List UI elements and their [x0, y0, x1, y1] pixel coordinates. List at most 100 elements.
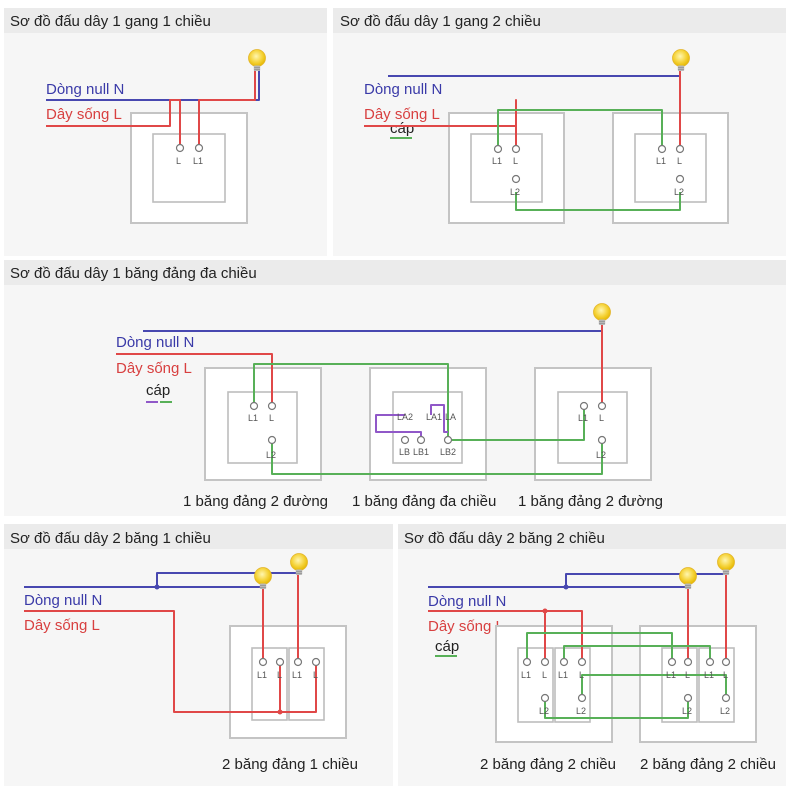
switch-module — [557, 391, 628, 464]
panel-title: Sơ đồ đấu dây 1 băng đảng đa chiều — [10, 265, 257, 282]
neutral-label: Dòng null N — [46, 81, 124, 98]
switch-module — [634, 133, 707, 203]
switch-caption: 2 băng đảng 2 chiều — [480, 756, 616, 773]
terminal-label: L2 — [720, 706, 730, 716]
terminal-dot — [579, 401, 589, 411]
terminal-label: L1 — [257, 670, 267, 680]
terminal-dot — [511, 144, 521, 154]
switch-module-left — [251, 647, 288, 721]
terminal-dot — [443, 435, 453, 445]
terminal-label: L2 — [596, 450, 606, 460]
terminal-dot — [577, 657, 587, 667]
panel-header — [4, 524, 393, 549]
terminal-dot — [577, 693, 587, 703]
panel-1-gang-1-way: Sơ đồ đấu dây 1 gang 1 chiều Dòng null N… — [4, 8, 327, 256]
terminal-dot — [293, 657, 303, 667]
terminal-dot — [175, 143, 185, 153]
traveler-wire-3 — [448, 404, 585, 441]
switch-plate-left — [495, 625, 613, 743]
panel-2-gang-2-way: Sơ đồ đấu dây 2 băng 2 chiều Dòng null N… — [398, 524, 786, 786]
terminal-dot — [249, 401, 259, 411]
terminal-dot — [675, 174, 685, 184]
load-wire — [198, 66, 256, 146]
live-wire — [116, 353, 273, 404]
live-wire — [46, 99, 181, 146]
neutral-label: Dòng null N — [24, 592, 102, 609]
terminal-dot — [540, 693, 550, 703]
terminal-label: L1 — [578, 413, 588, 423]
terminal-label: L — [685, 670, 690, 680]
switch-plate-left — [204, 367, 322, 481]
traveler-wire-3 — [544, 696, 689, 719]
switch-caption: 2 băng đảng 1 chiều — [222, 756, 358, 773]
panel-2-gang-1-way: Sơ đồ đấu dây 2 băng 1 chiều Dòng null N… — [4, 524, 393, 786]
terminal-label: L — [579, 670, 584, 680]
switch-module — [392, 391, 463, 464]
traveler-wire-1 — [253, 363, 449, 438]
switch-caption: 1 băng đảng 2 đường — [518, 493, 663, 510]
terminal-dot — [721, 693, 731, 703]
terminal-dot — [540, 657, 550, 667]
traveler-wire-2 — [515, 192, 681, 211]
terminal-dot — [683, 657, 693, 667]
panel-1-gang-multi-way: Sơ đồ đấu dây 1 băng đảng đa chiều Dòng … — [4, 260, 786, 516]
terminal-label: L — [677, 156, 682, 166]
terminal-dot — [721, 657, 731, 667]
terminal-dot — [705, 657, 715, 667]
panel-title: Sơ đồ đấu dây 2 băng 2 chiều — [404, 530, 605, 547]
cable-label: cáp — [146, 382, 170, 399]
terminal-label: L1 — [248, 413, 258, 423]
switch-plate-right — [639, 625, 757, 743]
terminal-dot — [400, 435, 410, 445]
switch-plate-middle — [369, 367, 487, 481]
cable-label: cáp — [390, 120, 414, 137]
terminal-dot — [416, 435, 426, 445]
terminal-label: L1 — [292, 670, 302, 680]
terminal-label: L — [542, 670, 547, 680]
switch-caption: 1 băng đảng 2 đường — [183, 493, 328, 510]
terminal-label: L2 — [682, 706, 692, 716]
terminal-dot — [522, 657, 532, 667]
terminal-label: L — [313, 670, 318, 680]
terminal-label: LB — [399, 447, 410, 457]
live-label: Dây sống L — [364, 106, 440, 123]
switch-plate-right — [534, 367, 652, 481]
live-wire — [364, 99, 517, 147]
switch-plate-left — [448, 112, 565, 224]
terminal-label: L — [513, 156, 518, 166]
panel-1-gang-2-way: Sơ đồ đấu dây 1 gang 2 chiều Dòng null N… — [333, 8, 786, 256]
terminal-label: L1 — [666, 670, 676, 680]
terminal-label: L2 — [576, 706, 586, 716]
terminal-label: L2 — [674, 187, 684, 197]
traveler-wire-2 — [271, 442, 603, 475]
switch-module — [661, 647, 698, 723]
switch-module — [517, 647, 554, 723]
terminal-label: L2 — [539, 706, 549, 716]
junction-dot — [563, 584, 569, 590]
junction-dot — [542, 608, 548, 614]
terminal-label: L — [599, 413, 604, 423]
terminal-label: L1 — [521, 670, 531, 680]
live-wire — [24, 610, 281, 713]
terminal-label: L — [269, 413, 274, 423]
traveler-wire-2 — [563, 645, 711, 660]
terminal-label: L1 — [193, 156, 203, 166]
panel-header — [4, 8, 327, 33]
switch-plate-right — [612, 112, 729, 224]
terminal-label: L1 — [656, 156, 666, 166]
panel-title: Sơ đồ đấu dây 2 băng 1 chiều — [10, 530, 211, 547]
switch-plate — [229, 625, 347, 739]
cross-wire-2 — [430, 404, 448, 433]
live-label: Dây sống L — [46, 106, 122, 123]
panel-header — [4, 260, 786, 285]
terminal-dot — [267, 435, 277, 445]
terminal-label: L1 — [558, 670, 568, 680]
switch-module — [698, 647, 735, 723]
traveler-wire-1 — [497, 109, 663, 147]
terminal-label: LB1 — [413, 447, 429, 457]
live-label: Dây sống L — [24, 617, 100, 634]
live-label: Dây sống L — [116, 360, 192, 377]
terminal-label: L — [176, 156, 181, 166]
terminal-dot — [597, 401, 607, 411]
neutral-label: Dòng null N — [364, 81, 442, 98]
